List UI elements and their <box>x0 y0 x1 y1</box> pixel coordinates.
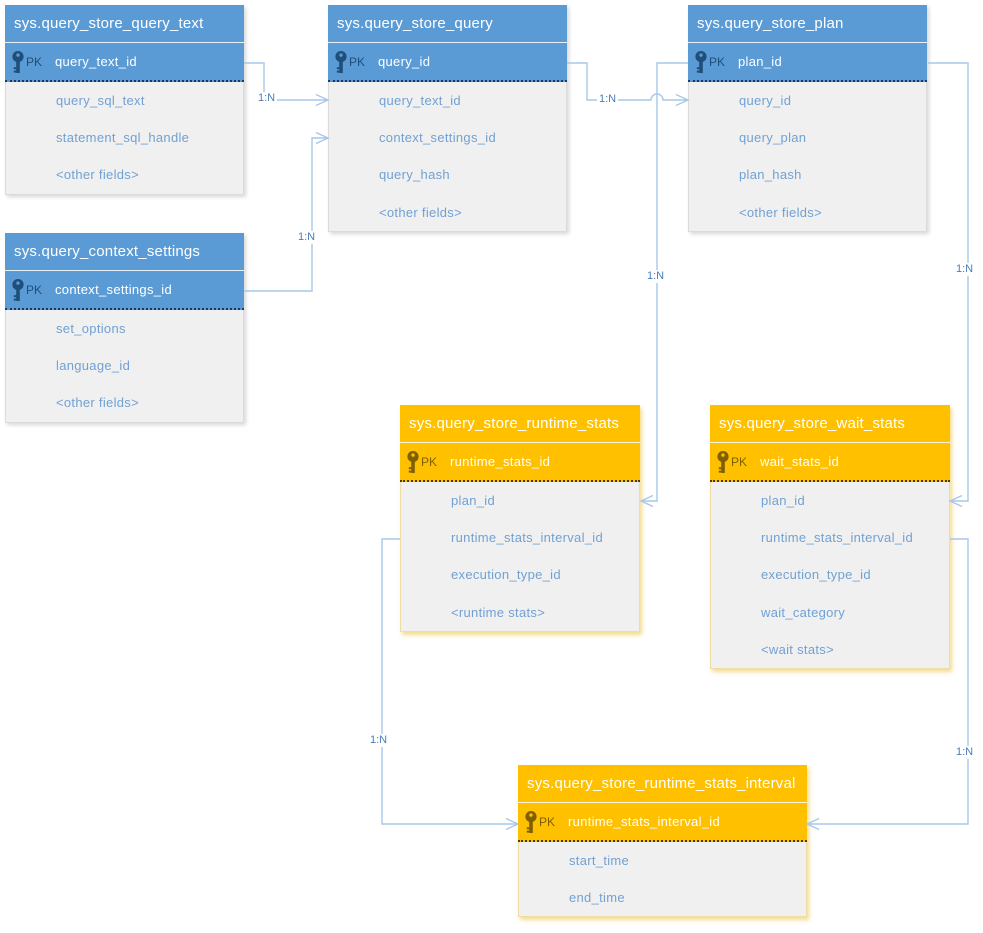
field-row: execution_type_id <box>451 567 561 583</box>
table-fields: query_text_id context_settings_id query_… <box>328 82 567 232</box>
pk-row: PK runtime_stats_id <box>400 443 640 482</box>
table-title: sys.query_store_wait_stats <box>710 405 950 443</box>
table-title: sys.query_store_runtime_stats_interval <box>518 765 807 803</box>
cardinality-label: 1:N <box>368 734 390 747</box>
table-sys-query-store-runtime-stats: sys.query_store_runtime_stats PK runtime… <box>400 405 640 632</box>
cardinality-label: 1:N <box>256 92 278 105</box>
table-sys-query-store-query: sys.query_store_query PK query_id query_… <box>328 5 567 232</box>
table-fields: start_time end_time <box>518 842 807 918</box>
primary-key-icon <box>12 51 24 74</box>
connector-arrowhead <box>315 131 330 145</box>
connector-arrowhead <box>505 817 520 831</box>
cardinality-label: 1:N <box>597 93 619 106</box>
field-row: <runtime stats> <box>451 604 546 620</box>
primary-key-icon <box>525 811 537 834</box>
cardinality-label: 1:N <box>296 231 318 244</box>
pk-row: PK context_settings_id <box>5 271 244 310</box>
field-row: execution_type_id <box>761 567 871 583</box>
connector-arrowhead <box>948 494 963 508</box>
pk-field-name: runtime_stats_interval_id <box>568 814 721 829</box>
pk-row: PK runtime_stats_interval_id <box>518 803 807 842</box>
field-row: <wait stats> <box>761 641 834 657</box>
pk-badge: PK <box>26 54 43 69</box>
pk-row: PK query_text_id <box>5 43 244 82</box>
table-title: sys.query_store_plan <box>688 5 927 43</box>
connector-arrowhead <box>315 93 330 107</box>
primary-key-icon <box>717 451 729 474</box>
table-sys-query-store-query-text: sys.query_store_query_text PK query_text… <box>5 5 244 195</box>
field-row: query_plan <box>739 130 807 146</box>
primary-key-icon <box>12 279 24 302</box>
pk-badge: PK <box>539 814 556 829</box>
field-row: <other fields> <box>56 167 139 183</box>
pk-field-name: context_settings_id <box>55 282 172 297</box>
pk-badge: PK <box>349 54 366 69</box>
pk-badge: PK <box>26 282 43 297</box>
table-title: sys.query_context_settings <box>5 233 244 271</box>
connector-arrowhead <box>675 93 690 107</box>
field-row: <other fields> <box>56 395 139 411</box>
field-row: <other fields> <box>739 204 822 220</box>
pk-row: PK query_id <box>328 43 567 82</box>
table-fields: query_id query_plan plan_hash <other fie… <box>688 82 927 232</box>
field-row: query_text_id <box>379 93 461 109</box>
field-row: runtime_stats_interval_id <box>761 530 914 546</box>
connector-line <box>244 137 328 292</box>
connector-line <box>567 62 688 101</box>
primary-key-icon <box>335 51 347 74</box>
pk-badge: PK <box>709 54 726 69</box>
pk-badge: PK <box>731 454 748 469</box>
cardinality-label: 1:N <box>954 263 976 276</box>
table-sys-query-store-wait-stats: sys.query_store_wait_stats PK wait_stats… <box>710 405 950 669</box>
pk-field-name: query_id <box>378 54 431 69</box>
table-sys-query-store-runtime-stats-interval: sys.query_store_runtime_stats_interval P… <box>518 765 807 918</box>
field-row: statement_sql_handle <box>56 130 190 146</box>
field-row: query_sql_text <box>56 93 145 109</box>
table-fields: plan_id runtime_stats_interval_id execut… <box>710 482 950 669</box>
field-row: query_hash <box>379 167 450 183</box>
table-sys-query-context-settings: sys.query_context_settings PK context_se… <box>5 233 244 423</box>
field-row: query_id <box>739 93 792 109</box>
pk-field-name: plan_id <box>738 54 783 69</box>
field-row: context_settings_id <box>379 130 496 146</box>
field-row: runtime_stats_interval_id <box>451 530 604 546</box>
field-row: plan_id <box>451 493 496 509</box>
field-row: language_id <box>56 358 131 374</box>
table-title: sys.query_store_query_text <box>5 5 244 43</box>
table-fields: set_options language_id <other fields> <box>5 310 244 423</box>
pk-badge: PK <box>421 454 438 469</box>
field-row: wait_category <box>761 604 846 620</box>
field-row: plan_id <box>761 493 806 509</box>
table-sys-query-store-plan: sys.query_store_plan PK plan_id query_id… <box>688 5 927 232</box>
connector-arrowhead <box>805 817 820 831</box>
field-row: plan_hash <box>739 167 802 183</box>
cardinality-label: 1:N <box>645 270 667 283</box>
cardinality-label: 1:N <box>954 746 976 759</box>
field-row: <other fields> <box>379 204 462 220</box>
field-row: end_time <box>569 890 625 906</box>
pk-field-name: wait_stats_id <box>760 454 840 469</box>
pk-field-name: runtime_stats_id <box>450 454 551 469</box>
pk-field-name: query_text_id <box>55 54 137 69</box>
pk-row: PK plan_id <box>688 43 927 82</box>
table-title: sys.query_store_runtime_stats <box>400 405 640 443</box>
field-row: start_time <box>569 853 630 869</box>
primary-key-icon <box>407 451 419 474</box>
table-fields: plan_id runtime_stats_interval_id execut… <box>400 482 640 632</box>
table-title: sys.query_store_query <box>328 5 567 43</box>
table-fields: query_sql_text statement_sql_handle <oth… <box>5 82 244 195</box>
connector-arrowhead <box>639 494 654 508</box>
pk-row: PK wait_stats_id <box>710 443 950 482</box>
field-row: set_options <box>56 321 126 337</box>
primary-key-icon <box>695 51 707 74</box>
